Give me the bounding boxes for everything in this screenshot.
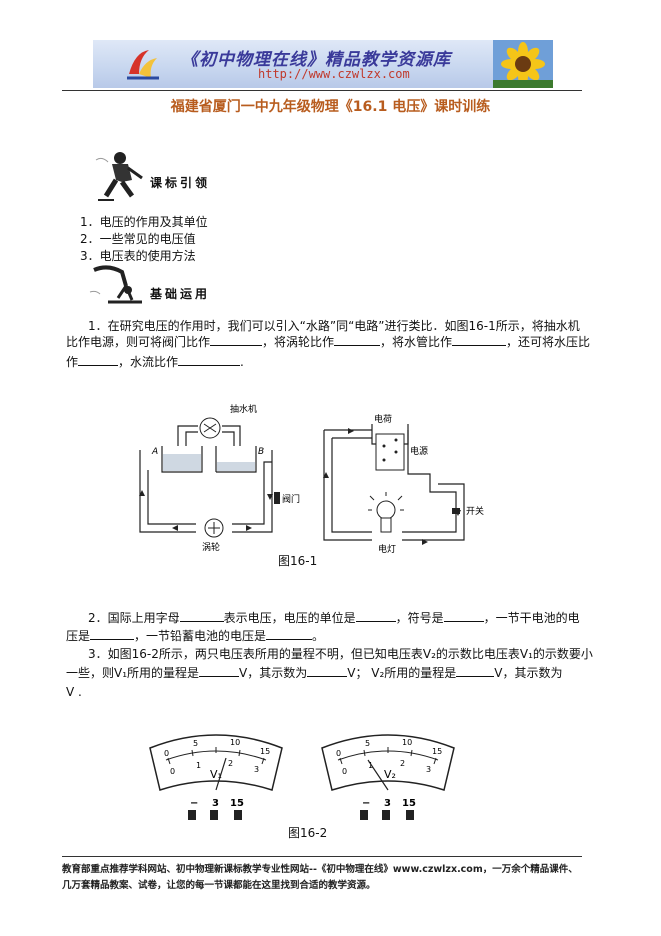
q1-text: . xyxy=(240,355,244,369)
answer-blank-lead-battery[interactable] xyxy=(266,627,313,640)
tick-label: 15 xyxy=(260,747,270,756)
site-logo-icon xyxy=(127,50,159,80)
meter-needle xyxy=(367,759,389,791)
answer-blank-v1-reading[interactable] xyxy=(307,664,348,677)
document-title: 福建省厦门一中九年级物理《16.1 电压》课时训练 xyxy=(170,99,491,115)
source-label: 电源 xyxy=(410,445,428,457)
footer-line: 几万套精品教案、试卷，让您的每一节课都能在这里找到合适的教学资源。 xyxy=(62,880,376,891)
list-item: 2．一些常见的电压值 xyxy=(80,232,196,246)
tick-label: 3 xyxy=(254,765,259,774)
tick-label: 1 xyxy=(368,761,373,770)
tick-label: 2 xyxy=(400,759,405,768)
electric-circuit-diagram: 电荷 电源 开关 电灯 xyxy=(323,413,484,555)
q2-text: ，一节铅蓄电池的电压是 xyxy=(134,629,267,643)
charge-label: 电荷 xyxy=(374,413,392,425)
gymnast-icon xyxy=(89,265,142,304)
answer-blank-water-flow[interactable] xyxy=(178,353,241,366)
q2-line2: 压是 ，一节铅蓄电池的电压是 。 xyxy=(66,626,324,646)
list-item: 1．电压的作用及其单位 xyxy=(80,215,208,229)
answer-blank-v1-range[interactable] xyxy=(199,664,240,677)
answer-blank-turbine[interactable] xyxy=(334,333,381,346)
banner-url[interactable]: http://www.czwlzx.com xyxy=(258,67,410,81)
q1-text: 作 xyxy=(66,355,79,369)
q1-line1: 1．在研究电压的作用时，我们可以引入“水路”同“电路”进行类比．如图16-1所示… xyxy=(88,319,580,333)
list-item: 3．电压表的使用方法 xyxy=(80,249,196,263)
tick-label: 0 xyxy=(170,767,175,776)
meter-label: V₂ xyxy=(384,768,396,781)
terminal-label: 3 xyxy=(384,798,391,809)
meter-label: V₁ xyxy=(210,768,222,781)
footer-text: 教育部重点推荐学科网站、初中物理新课标教学专业性网站--《初中物理在线》www.… xyxy=(62,862,602,894)
footer-line: 教育部重点推荐学科网站、初中物理新课标教学专业性网站--《初中物理在线》www.… xyxy=(62,864,578,875)
section-label-basic: 基础运用 xyxy=(150,287,211,301)
hockey-player-icon xyxy=(95,152,143,201)
terminal-label: 15 xyxy=(402,798,416,809)
q3-text: V，其示数为 xyxy=(239,666,308,680)
q2-line1: 2．国际上用字母 表示电压，电压的单位是 ，符号是 ，一节干电池的电 xyxy=(88,608,580,628)
vessel-b-label: B xyxy=(258,447,264,457)
terminal-label: 3 xyxy=(212,798,219,809)
terminal-label: − xyxy=(190,798,198,809)
valve-label: 阀门 xyxy=(282,493,300,505)
tick-label: 2 xyxy=(228,759,233,768)
q1-text: ，将涡轮比作 xyxy=(262,335,335,349)
q3-text: V，其示数为 xyxy=(494,666,563,680)
tick-label: 5 xyxy=(193,739,198,748)
q2-text: ，符号是 xyxy=(395,611,444,625)
q3-line1: 3．如图16-2所示，两只电压表所用的量程不明，但已知电压表V₂的示数比电压表V… xyxy=(88,647,593,661)
tick-label: 5 xyxy=(365,739,370,748)
tick-label: 0 xyxy=(342,767,347,776)
turbine-label: 涡轮 xyxy=(202,541,220,553)
tick-label: 1 xyxy=(196,761,201,770)
q1-line3: 作 ，水流比作. xyxy=(66,352,244,372)
tick-label: 10 xyxy=(230,738,240,747)
q1-text: ，将水管比作 xyxy=(380,335,453,349)
q3-line2: 一些，则V₁所用的量程是 V，其示数为 V； V₂所用的量程是 V，其示数为 xyxy=(66,663,563,683)
meter-needle xyxy=(215,757,227,791)
tick-label: 0 xyxy=(336,749,341,758)
figure-caption-16-2: 图16-2 xyxy=(288,826,328,840)
sunflower-icon xyxy=(493,40,553,88)
voltmeter-v1: 0 5 10 15 0 1 2 3 V₁ − 3 15 xyxy=(149,734,283,820)
section-label-curriculum: 课标引领 xyxy=(150,176,211,190)
header-banner: 《初中物理在线》精品教学资源库 http://www.czwlzx.com xyxy=(93,40,553,88)
pump-label: 抽水机 xyxy=(230,403,257,415)
q3-text: 一些，则V₁所用的量程是 xyxy=(66,666,200,680)
q1-line2: 比作电源，则可将阀门比作 ，将涡轮比作 ，将水管比作 ，还可将水压比 xyxy=(66,332,590,352)
footer-rule xyxy=(62,856,582,857)
terminal-label: − xyxy=(362,798,370,809)
q2-text: 压是 xyxy=(66,629,91,643)
answer-blank-water-pressure[interactable] xyxy=(78,353,119,366)
answer-blank-v2-range[interactable] xyxy=(456,664,495,677)
lamp-label: 电灯 xyxy=(378,543,396,555)
header-rule xyxy=(62,90,582,91)
q1-text: ，还可将水压比 xyxy=(506,335,591,349)
q1-text: 比作电源，则可将阀门比作 xyxy=(66,335,211,349)
answer-blank-valve[interactable] xyxy=(210,333,263,346)
tick-label: 10 xyxy=(402,738,412,747)
answer-blank-dry-cell[interactable] xyxy=(90,627,135,640)
q3-text: V； V₂所用的量程是 xyxy=(347,666,457,680)
banner-title: 《初中物理在线》精品教学资源库 xyxy=(181,50,451,70)
q2-text: 2．国际上用字母 xyxy=(88,611,180,625)
q2-text: 表示电压，电压的单位是 xyxy=(223,611,356,625)
answer-blank-unit[interactable] xyxy=(355,609,396,622)
tick-label: 15 xyxy=(432,747,442,756)
answer-blank-pipe[interactable] xyxy=(452,333,507,346)
q1-text: ，水流比作 xyxy=(118,355,179,369)
answer-blank-unit-symbol[interactable] xyxy=(443,609,484,622)
tick-label: 3 xyxy=(426,765,431,774)
switch-label: 开关 xyxy=(466,505,484,517)
vessel-a-label: A xyxy=(151,447,158,457)
answer-blank-symbol[interactable] xyxy=(179,609,224,622)
tick-label: 0 xyxy=(164,749,169,758)
water-circuit-diagram: 抽水机 A B 阀门 涡轮 xyxy=(139,403,300,553)
q3-line3: V . xyxy=(66,685,82,699)
figure-caption-16-1: 图16-1 xyxy=(278,554,318,568)
voltmeter-v2: 0 5 10 15 0 1 2 3 V₂ − 3 15 xyxy=(321,734,455,820)
q2-text: ，一节干电池的电 xyxy=(483,611,580,625)
q2-text: 。 xyxy=(312,629,325,643)
terminal-label: 15 xyxy=(230,798,244,809)
